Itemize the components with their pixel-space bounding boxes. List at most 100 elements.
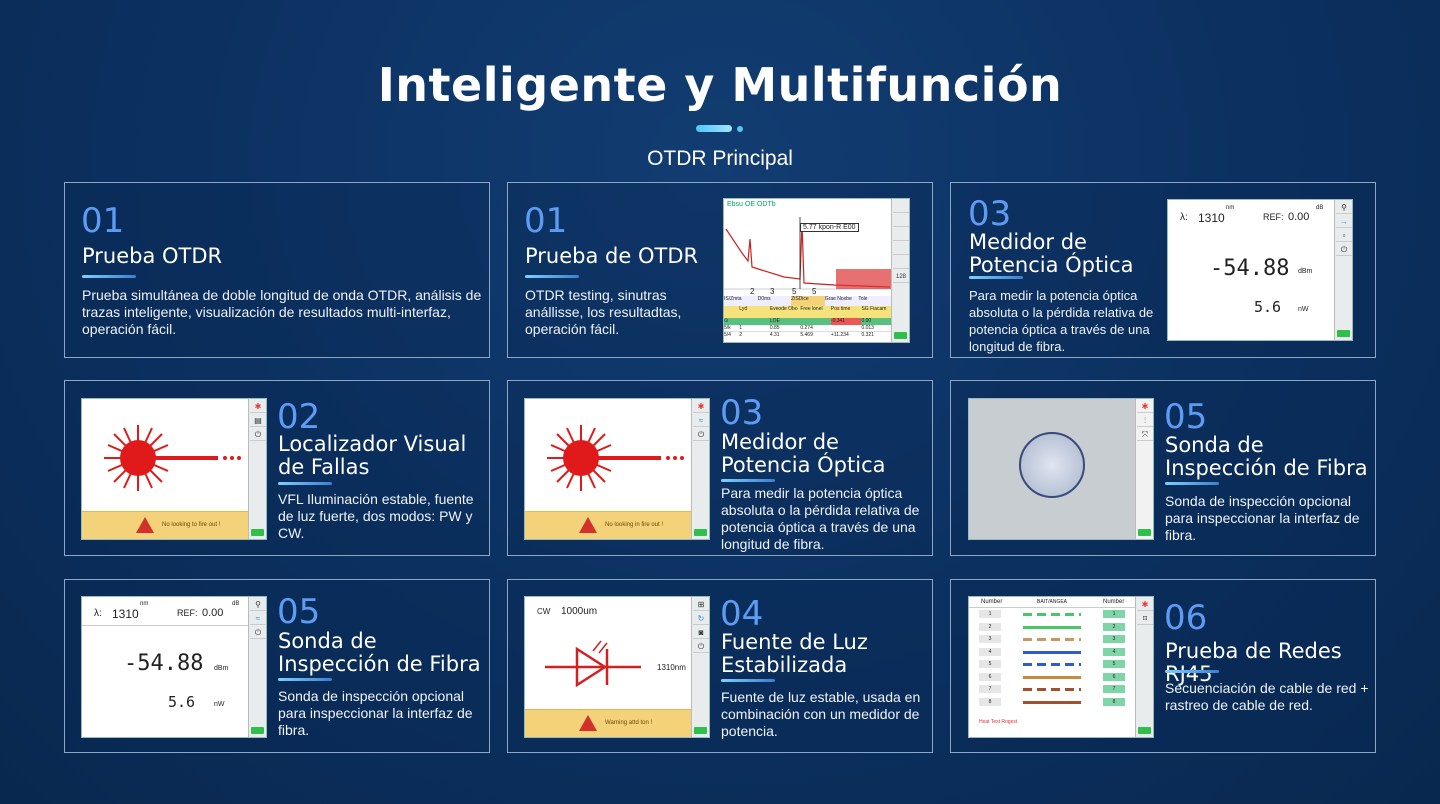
otdr-tab[interactable]: Tole: [858, 296, 868, 302]
card-fiber-probe: ✱ ⫶ ⤧ 05 Sonda de Inspección de Fibra So…: [950, 380, 1376, 556]
fiber-probe-screen: ✱ ⫶ ⤧: [968, 398, 1154, 540]
card-title: Fuente de Luz Estabilizada: [721, 630, 868, 677]
close-icon[interactable]: ✱: [250, 401, 266, 413]
camera-icon[interactable]: ◙: [693, 627, 709, 639]
card-power-meter-2: No looking in fire out ! ✱ ≈ ⏻ 03 Medido…: [507, 380, 933, 556]
card-description: Para medir la potencia óptica absoluta o…: [969, 288, 1154, 354]
table-row: 5/4 2 4.31 5.469 +11.234 0.321: [724, 332, 874, 338]
page-subtitle: OTDR Principal: [647, 147, 793, 170]
title-underline: [525, 275, 579, 278]
card-number: 04: [720, 594, 764, 634]
dbm-readout: -54.88: [1210, 256, 1290, 281]
card-light-source: CW 1000um 1310nm Warning attd ton ! ⊞ ↻ …: [507, 579, 933, 753]
warning-bar: Warning attd ton !: [525, 709, 693, 737]
power-icon[interactable]: ⏻: [1336, 244, 1352, 256]
battery-icon: [251, 727, 264, 734]
mode-icon[interactable]: ≈: [250, 613, 266, 625]
laser-icon: [104, 425, 241, 491]
card-otdr-test-2: 01 Prueba de OTDR OTDR testing, sinutras…: [507, 182, 933, 358]
battery-icon: [894, 332, 907, 339]
pin-right: 8: [1103, 697, 1125, 706]
pin-left: 5: [979, 660, 1001, 668]
mode-icon[interactable]: ▫: [1336, 230, 1352, 242]
label-icon[interactable]: ⊡: [1137, 613, 1153, 625]
refresh-icon[interactable]: ↻: [693, 613, 709, 625]
table-row: 5/k 1 0.85 0.274 0.013: [724, 325, 892, 332]
pin-left: 6: [979, 672, 1001, 681]
close-icon[interactable]: ✱: [1137, 401, 1153, 413]
card-title: Prueba de OTDR: [525, 244, 699, 268]
file-icon[interactable]: ▤: [250, 415, 266, 427]
wire: [1023, 663, 1081, 666]
power-icon[interactable]: ⏻: [250, 429, 266, 441]
title-underline: [969, 276, 1023, 279]
title-underline: [278, 678, 332, 681]
card-number: 05: [277, 592, 321, 632]
otdr-tick: 2: [750, 287, 755, 296]
card-description: VFL Iluminación estable, fuente de luz f…: [278, 491, 474, 541]
warning-bar: No looking in fire out !: [525, 511, 693, 539]
warning-icon: [136, 517, 154, 533]
card-number: 01: [81, 201, 125, 241]
title-underline: [278, 482, 332, 485]
otdr-tab[interactable]: IS/Zmta: [724, 296, 742, 302]
card-otdr-test: 01 Prueba OTDR Prueba simultánea de dobl…: [64, 182, 490, 358]
warning-icon: [579, 715, 597, 731]
vfl-screen: No looking to fire out ! ✱ ▤ ⏻: [81, 398, 267, 540]
wrench-icon[interactable]: ⚲: [250, 599, 266, 611]
pin-right: 7: [1103, 685, 1125, 693]
pin-right: 1: [1103, 610, 1125, 618]
zoom-icon[interactable]: ⤧: [1137, 429, 1153, 441]
card-description: Secuenciación de cable de red + rastreo …: [1165, 680, 1369, 713]
table-header: Free lonel: [800, 306, 823, 312]
diode-icon: [545, 640, 641, 688]
power-icon[interactable]: ⏻: [693, 641, 709, 653]
otdr-tab[interactable]: D0ms: [757, 296, 771, 302]
otdr-tab[interactable]: ZiSDice: [791, 296, 825, 306]
otdr-trace-chart: [724, 217, 892, 290]
power-meter-screen-2: λ: 1310 nm REF: 0.00 dB -54.88 dBm 5.6 n…: [81, 596, 267, 738]
dbm-readout: -54.88: [124, 651, 204, 676]
mode-icon[interactable]: ≈: [693, 415, 709, 427]
wire: [1023, 638, 1081, 641]
card-description: Para medir la potencia óptica absoluta o…: [721, 485, 920, 552]
close-icon[interactable]: ✱: [693, 401, 709, 413]
settings-icon[interactable]: ⫶: [1137, 415, 1153, 427]
grid-icon[interactable]: ⊞: [693, 599, 709, 611]
wire: [1023, 688, 1081, 691]
laser-icon: [547, 425, 684, 491]
wire: [1023, 613, 1081, 616]
power-icon[interactable]: ⏻: [693, 429, 709, 441]
battery-icon: [1337, 330, 1350, 337]
title-underline: [82, 275, 136, 278]
side-label: 128: [893, 271, 909, 283]
card-number: 03: [968, 194, 1012, 234]
card-number: 02: [277, 397, 321, 437]
pin-left: 7: [979, 685, 1001, 693]
title-underline: [1165, 482, 1219, 485]
battery-icon: [251, 529, 264, 536]
close-icon[interactable]: ✱: [1137, 599, 1153, 611]
table-header: SG Fiacam: [861, 306, 887, 312]
otdr-tab[interactable]: Grae Noxbe: [824, 296, 852, 302]
fiber-end-image: [1019, 432, 1085, 498]
power-icon[interactable]: ⏻: [250, 627, 266, 639]
table-header: Eveode Obo: [769, 306, 798, 312]
arrow-right-icon[interactable]: →: [1336, 216, 1352, 228]
otdr-tabs: IS/Zmta D0ms ZiSDice Grae Noxbe Tole: [724, 296, 892, 306]
otdr-header: Ebsu OE ODTb: [727, 201, 776, 208]
vfl-screen-2: No looking in fire out ! ✱ ≈ ⏻: [524, 398, 710, 540]
pin-left: 2: [979, 622, 1001, 631]
card-description: Fuente de luz estable, usada en combinac…: [721, 689, 921, 739]
otdr-screen: Ebsu OE ODTb 5.77 kpon-R E00 2 3 5 5 IS/…: [723, 198, 910, 343]
card-vfl: No looking to fire out ! ✱ ▤ ⏻ 02 Locali…: [64, 380, 490, 556]
wrench-icon[interactable]: ⚲: [1336, 202, 1352, 214]
battery-icon: [1138, 529, 1151, 536]
screen-sidebar: ⚲ ≈ ⏻: [248, 597, 266, 737]
